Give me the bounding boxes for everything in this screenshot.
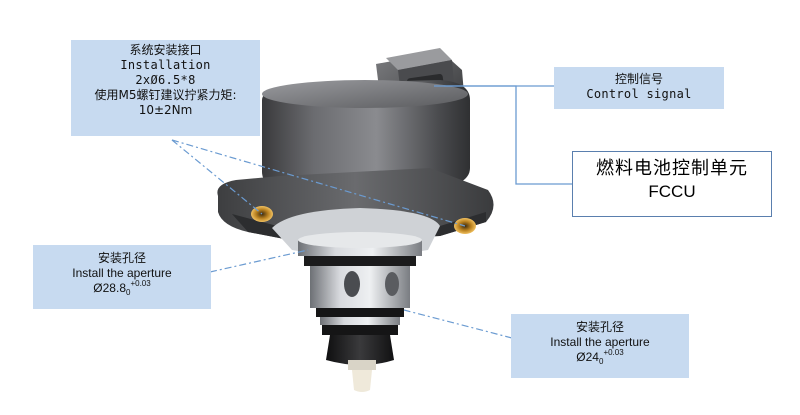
aperture-lower-diameter: Ø240+0.03 [511,348,689,366]
control-signal-title-en: Control signal [586,87,692,101]
installation-spec: 2xØ6.5*8 [135,73,196,87]
aperture-upper-dia-sub: 0 [126,288,131,297]
control-signal-label: 控制信号 Control signal [554,67,724,109]
aperture-lower-title-cn: 安装孔径 [575,320,624,334]
aperture-upper-dia-main: Ø28.8 [93,281,126,295]
leader-lines [171,139,513,339]
aperture-lower-dia-sub: 0 [598,357,604,366]
aperture-lower-label: 安装孔径 Install the aperture Ø240+0.03 [511,314,689,378]
solenoid-body [262,80,470,192]
leader-aperture-lower [403,309,513,339]
aperture-upper-title-en: Install the aperture [72,266,172,280]
aperture-upper-title-cn: 安装孔径 [97,251,146,265]
aperture-upper-diameter: Ø28.80+0.03 [33,279,211,297]
aperture-lower-dia-sup: +0.03 [603,348,624,357]
fccu-box: 燃料电池控制单元 FCCU [572,151,772,217]
control-signal-line [434,85,572,185]
leader-aperture-upper [209,249,309,273]
valve-stem [272,208,440,392]
fccu-title-en: FCCU [648,182,696,201]
installation-title-en: Installation [120,58,211,72]
leader-installation-right [171,139,466,227]
leader-installation-left [171,139,263,215]
aperture-upper-dia-sup: +0.03 [130,279,151,288]
installation-label: 系统安装接口 Installation 2xØ6.5*8 使用M5螺钉建议拧紧力… [71,40,260,136]
aperture-lower-title-en: Install the aperture [550,335,650,349]
control-signal-title-cn: 控制信号 [614,72,663,86]
installation-title-cn: 系统安装接口 [129,43,202,57]
fccu-title-cn: 燃料电池控制单元 [596,158,748,179]
installation-bolt-note: 使用M5螺钉建议拧紧力矩: [94,88,237,102]
installation-torque: 10±2Nm [138,103,193,117]
aperture-lower-dia-main: Ø24 [576,350,599,364]
aperture-upper-label: 安装孔径 Install the aperture Ø28.80+0.03 [33,245,211,309]
